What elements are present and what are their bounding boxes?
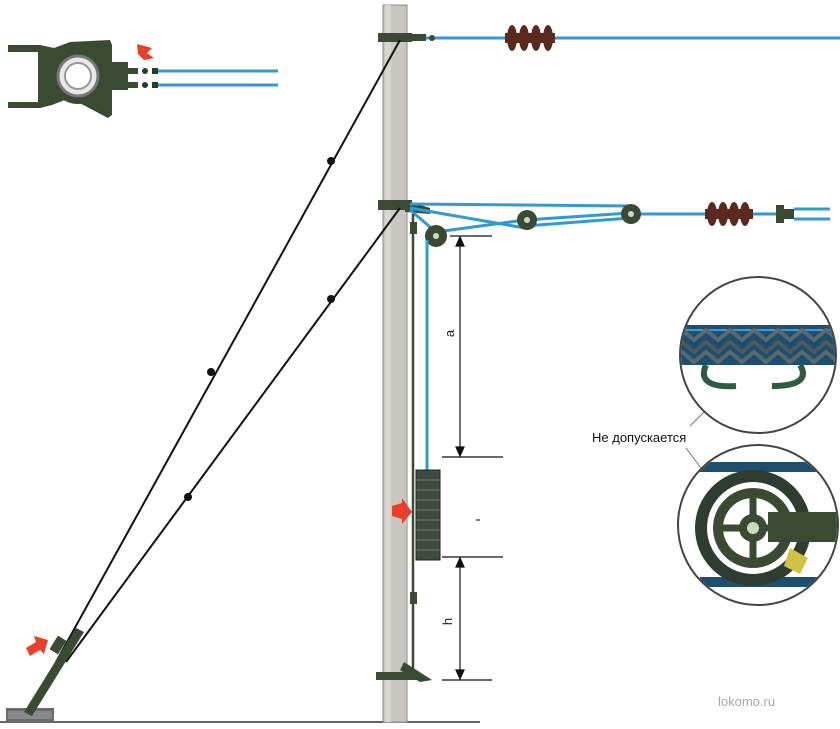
red-arrow-icon [137, 44, 154, 60]
dimension-lines [442, 235, 503, 681]
insulator-icon [705, 202, 753, 226]
compensator-assembly [378, 200, 830, 680]
top-anchoring [378, 25, 840, 51]
not-allowed-caption: Не допускается [592, 430, 687, 445]
pole [382, 4, 408, 723]
insulator-icon [505, 25, 555, 51]
pulley-icon [425, 225, 447, 247]
dimension-label-h: h [440, 617, 456, 626]
bottom-bracket [376, 662, 432, 682]
weight-stack-icon [415, 469, 441, 561]
magnifier-circle-icon [679, 276, 837, 434]
red-arrow-icon [26, 636, 48, 656]
dimension-label-a: a [442, 329, 458, 338]
pulley-detail-inset [8, 40, 278, 118]
magnifier-circle-icon [677, 444, 839, 606]
watermark: lokomo.ru [718, 694, 776, 709]
pulley-icon [517, 210, 537, 230]
anchor [6, 628, 84, 722]
leader-line [689, 411, 705, 427]
guy-wires [55, 39, 401, 663]
pulley-icon [621, 204, 641, 224]
red-arrow-icon [392, 498, 412, 524]
